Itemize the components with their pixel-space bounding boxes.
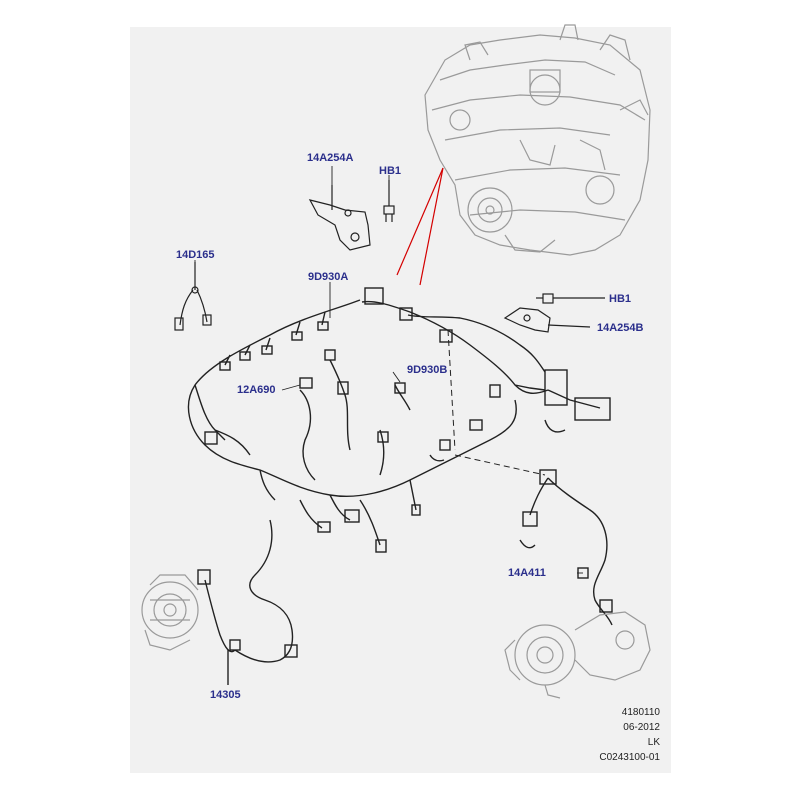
footer-date: 06-2012 [623, 722, 660, 733]
footer-drawing-ref: C0243100-01 [599, 752, 660, 763]
turbo-harness-14a411 [519, 469, 613, 626]
callout-lines [396, 167, 444, 286]
label-14d165: 14D165 [176, 249, 215, 261]
footer-code: 4180110 [621, 707, 660, 718]
main-harness [187, 287, 611, 553]
label-9d930a: 9D930A [308, 271, 349, 283]
turbo-illustration [504, 611, 651, 699]
bolt-hb1-right [536, 293, 605, 304]
label-14305: 14305 [210, 689, 241, 701]
diagram-panel [130, 27, 671, 773]
label-hb1-right: HB1 [609, 293, 632, 305]
label-9d930b: 9D930B [407, 364, 448, 376]
label-14a254b: 14A254B [597, 322, 644, 334]
bolt-hb1-top [383, 180, 395, 222]
label-14a254a: 14A254A [307, 152, 354, 164]
label-14a411: 14A411 [508, 567, 546, 579]
engine-illustration [424, 24, 651, 256]
dashed-guides [447, 329, 546, 476]
bracket-14a254a [308, 185, 371, 251]
alternator-illustration [141, 574, 199, 651]
footer-initials: LK [647, 737, 660, 748]
leader-lines [194, 166, 583, 574]
bracket-14a254b [503, 307, 591, 333]
label-12a690: 12A690 [237, 384, 276, 396]
sensor-14d165 [174, 262, 212, 331]
label-hb1-top: HB1 [379, 165, 402, 177]
battery-cable-14305 [197, 519, 298, 685]
